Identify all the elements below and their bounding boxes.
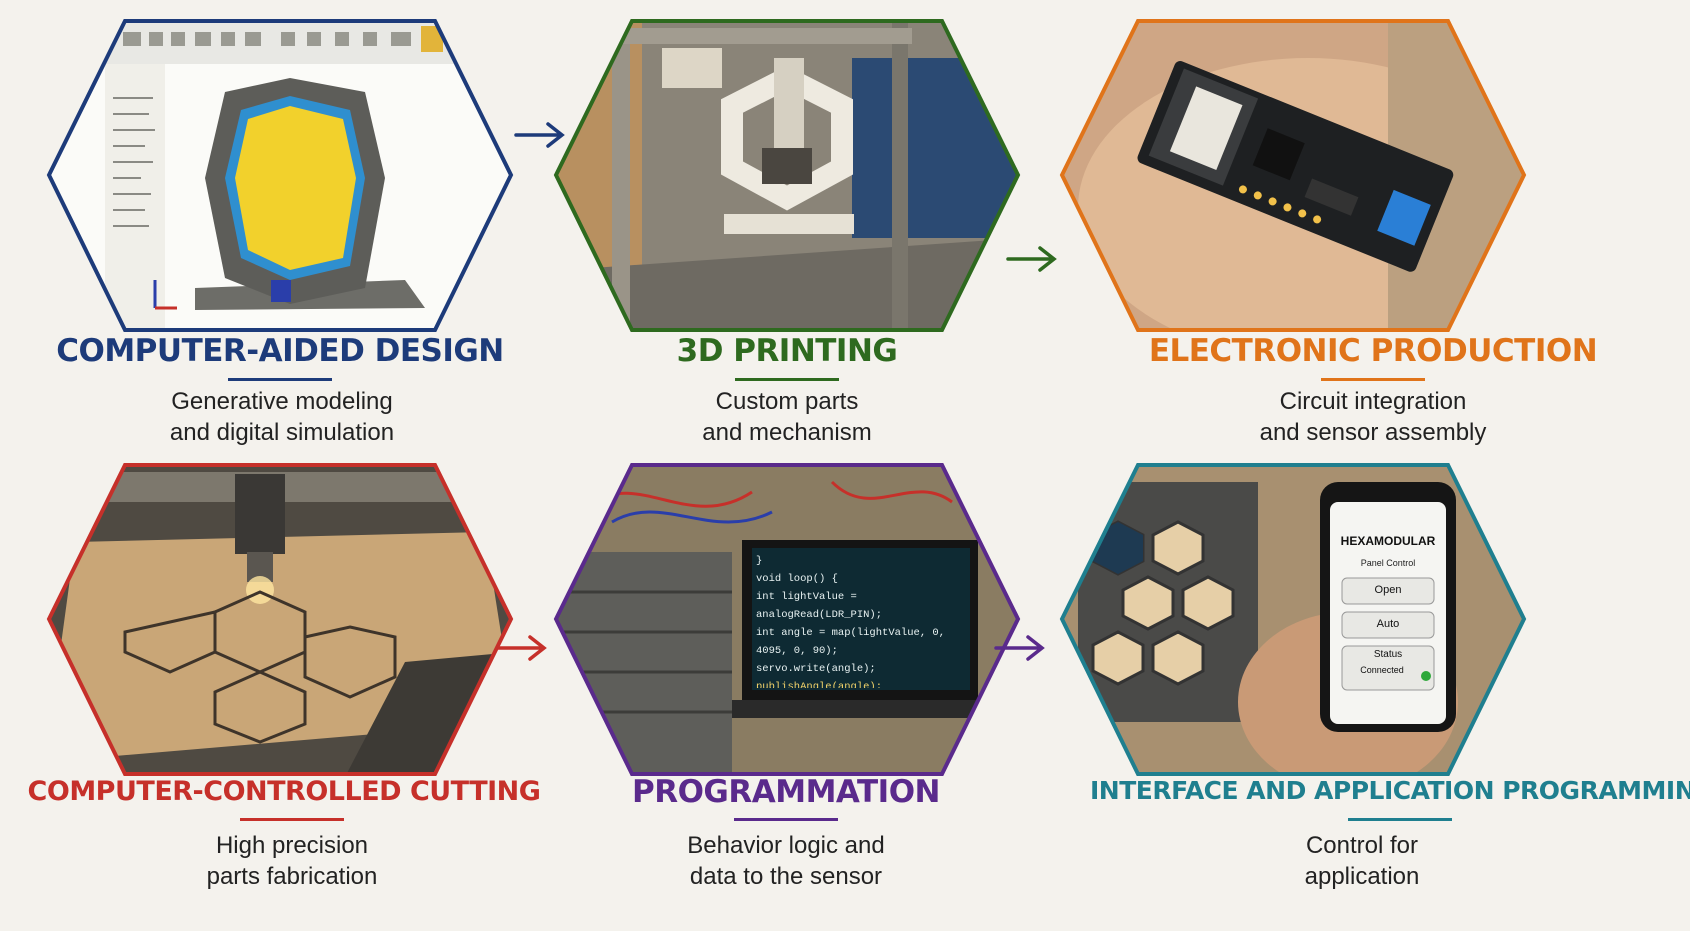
desc-line: data to the sensor — [689, 863, 883, 890]
desc-line: Behavior logic and — [687, 832, 885, 859]
desc-line: Generative modeling — [171, 388, 393, 415]
interface-tile: HEXAMODULAR Panel Control Open Auto Stat… — [1058, 462, 1528, 777]
open-button[interactable]: Open — [1374, 584, 1402, 596]
desc-line: parts fabrication — [206, 863, 378, 890]
arrow-right-icon — [496, 635, 547, 661]
title-underline — [228, 378, 332, 381]
electronic-tile — [1058, 18, 1528, 333]
code-line: publishAngle(angle); — [756, 681, 883, 688]
phone-subtitle: Panel Control — [1360, 558, 1416, 568]
printer-illustration — [553, 19, 1021, 332]
desc-line: Circuit integration — [1279, 388, 1467, 415]
step-desc-interface: Control for application — [1142, 830, 1582, 892]
step-desc-printing: Custom parts and mechanism — [567, 386, 1007, 448]
phone-illustration — [1059, 463, 1527, 776]
step-desc-cutting: High precision parts fabrication — [72, 830, 512, 892]
status-label: Status — [1373, 649, 1403, 660]
laser-cutter-illustration — [46, 463, 514, 776]
auto-button[interactable]: Auto — [1376, 618, 1400, 630]
step-title-electronic: ELECTRONIC PRODUCTION — [1148, 333, 1598, 369]
desc-line: Control for — [1305, 832, 1419, 859]
desc-line: and sensor assembly — [1259, 419, 1487, 446]
step-desc-programming: Behavior logic and data to the sensor — [566, 830, 1006, 892]
code-line: int lightValue = analogRead(LDR_PIN); — [756, 591, 883, 621]
desc-line: Custom parts — [715, 388, 859, 415]
cutting-tile — [45, 462, 515, 777]
cad-illustration — [46, 19, 514, 332]
code-line: } — [756, 555, 763, 567]
status-indicator-icon — [1421, 671, 1431, 681]
printing-tile — [552, 18, 1022, 333]
cad-tile — [45, 18, 515, 333]
step-desc-cad: Generative modeling and digital simulati… — [62, 386, 502, 448]
desc-line: application — [1304, 863, 1420, 890]
arrow-right-icon — [1006, 246, 1057, 272]
programming-tile: } void loop() { int lightValue = analogR… — [552, 462, 1022, 777]
code-editor: } void loop() { int lightValue = analogR… — [756, 552, 968, 688]
status-value: Connected — [1360, 665, 1404, 675]
pcb-illustration — [1059, 19, 1527, 332]
title-underline — [734, 818, 838, 821]
title-underline — [1348, 818, 1452, 821]
step-title-printing: 3D PRINTING — [676, 333, 898, 369]
title-underline — [240, 818, 344, 821]
step-title-cad: COMPUTER-AIDED DESIGN — [56, 333, 504, 369]
laptop-illustration — [553, 463, 1021, 776]
phone-app-title: HEXAMODULAR — [1340, 534, 1436, 548]
step-desc-electronic: Circuit integration and sensor assembly — [1153, 386, 1593, 448]
step-title-programming: PROGRAMMATION — [631, 774, 941, 810]
desc-line: and mechanism — [702, 419, 872, 446]
desc-line: and digital simulation — [169, 419, 395, 446]
arrow-right-icon — [514, 122, 565, 148]
arrow-right-icon — [994, 635, 1045, 661]
title-underline — [735, 378, 839, 381]
step-title-interface: INTERFACE AND APPLICATION PROGRAMMING — [1090, 776, 1690, 805]
code-line: void loop() { — [756, 573, 838, 585]
title-underline — [1321, 378, 1425, 381]
code-line: servo.write(angle); — [756, 663, 876, 675]
step-title-cutting: COMPUTER-CONTROLLED CUTTING — [27, 776, 541, 807]
desc-line: High precision — [215, 832, 369, 859]
code-line: int angle = map(lightValue, 0, 4095, 0, … — [756, 627, 946, 657]
